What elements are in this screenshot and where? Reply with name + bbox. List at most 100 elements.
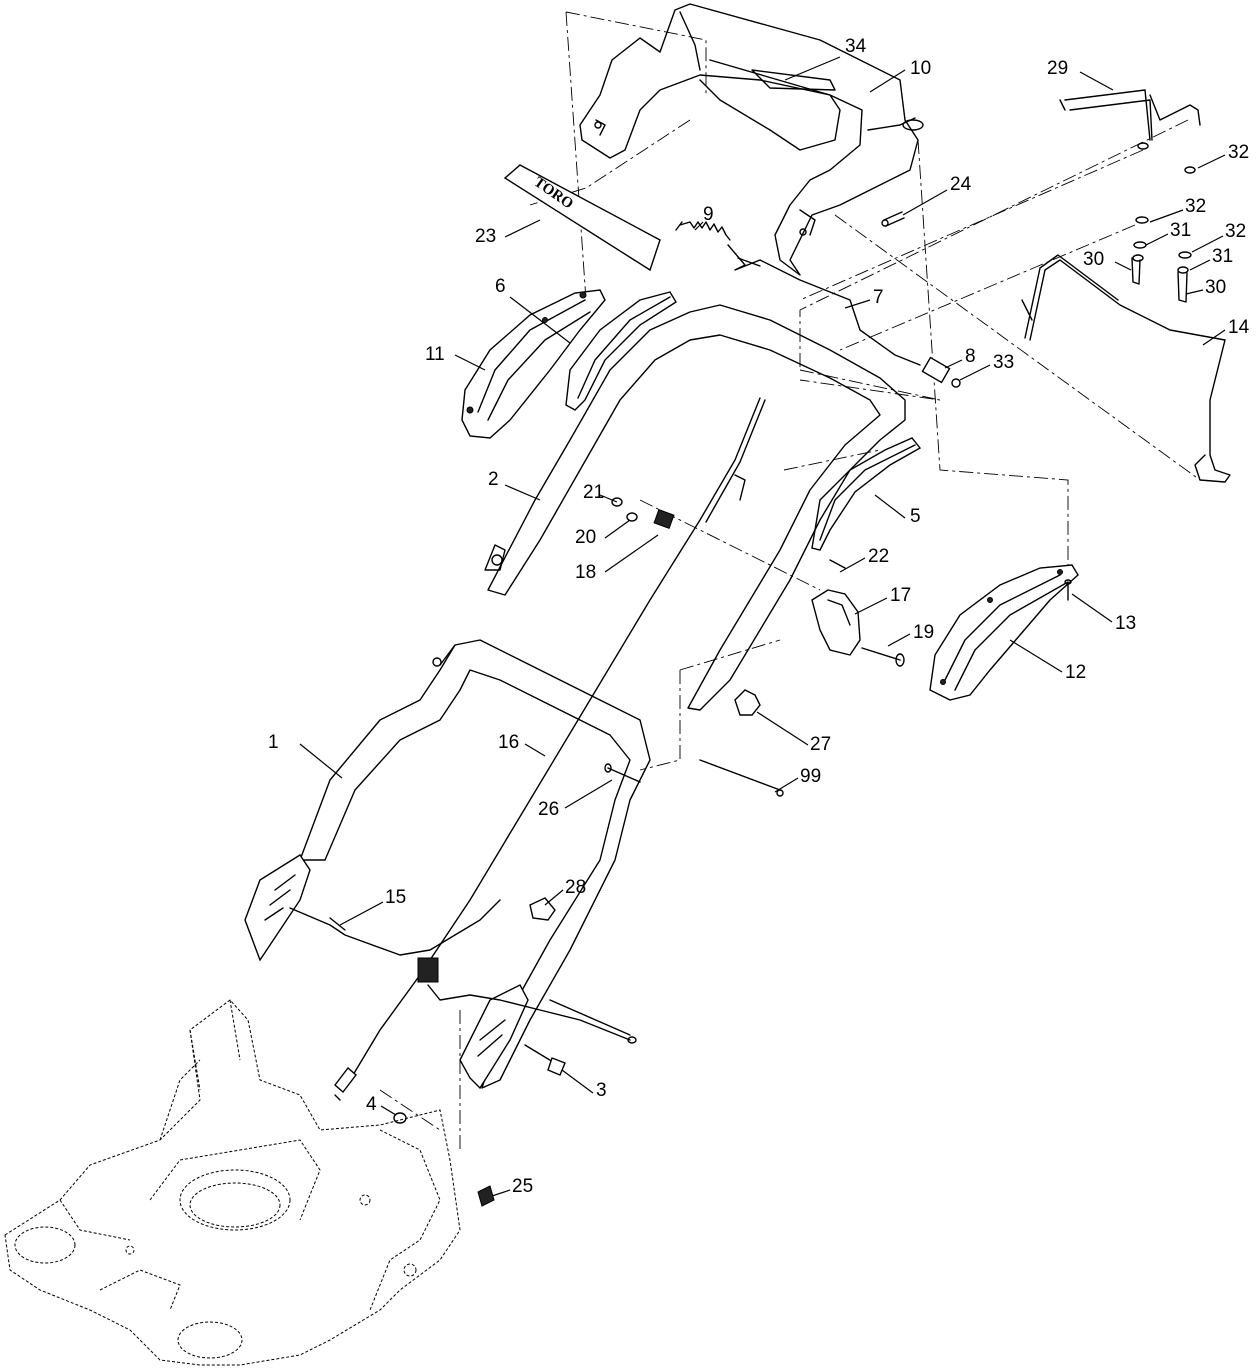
- leader-line-c29: [1079, 71, 1114, 91]
- bail-part-14: [1021, 254, 1231, 483]
- callout-label-c9: 9: [703, 204, 714, 225]
- leader-line-c99: [774, 777, 799, 793]
- callout-label-c32b: 32: [1185, 196, 1206, 217]
- leader-line-c31b: [1189, 259, 1211, 271]
- leader-line-c10: [869, 69, 906, 93]
- bail-part-29: [1059, 89, 1201, 174]
- spring-part-9: [675, 221, 731, 241]
- leader-line-c27: [756, 711, 809, 746]
- leader-line-c30b: [1185, 289, 1204, 295]
- leader-line-c14: [1202, 329, 1226, 346]
- callout-label-c5: 5: [910, 506, 921, 527]
- callout-label-c1: 1: [268, 732, 279, 753]
- leader-line-c19: [887, 633, 911, 647]
- callout-label-c18: 18: [575, 562, 596, 583]
- leader-line-c7: [844, 299, 871, 309]
- leader-line-c32c: [1191, 235, 1224, 253]
- callout-label-c15: 15: [385, 887, 406, 908]
- leader-line-c12: [1009, 639, 1063, 673]
- leader-line-c18: [604, 534, 659, 573]
- leader-line-c4: [380, 1105, 397, 1116]
- leader-line-c3: [561, 1069, 594, 1094]
- upper-handle-tube-part-2: [484, 304, 906, 711]
- leader-line-c6: [509, 296, 571, 344]
- callout-label-c3: 3: [596, 1080, 607, 1101]
- bracket-part-28: [529, 897, 556, 921]
- callout-label-c21: 21: [583, 482, 604, 503]
- callout-label-c20: 20: [575, 527, 596, 548]
- callout-label-c32a: 32: [1228, 142, 1249, 163]
- leader-line-c2: [504, 484, 541, 501]
- pin-part-24: [881, 211, 905, 227]
- callout-label-c12: 12: [1065, 662, 1086, 683]
- callout-label-c16: 16: [498, 732, 519, 753]
- callout-label-c19: 19: [913, 622, 934, 643]
- callout-label-c7: 7: [873, 287, 884, 308]
- upper-handle-part-10: [579, 3, 924, 276]
- callout-label-c33: 33: [993, 352, 1014, 373]
- callout-label-c17: 17: [890, 585, 911, 606]
- leader-line-c34: [784, 56, 841, 81]
- callout-label-c11: 11: [425, 344, 445, 365]
- leader-line-c20: [604, 519, 631, 539]
- nut-part-25: [477, 1185, 495, 1207]
- callout-label-c27: 27: [810, 734, 831, 755]
- cable-tie-part-99: [699, 759, 784, 797]
- callout-label-c14: 14: [1228, 317, 1250, 338]
- control-housing-part-17: [811, 559, 861, 656]
- bolt-part-19: [861, 647, 905, 667]
- leader-line-c33: [959, 364, 991, 381]
- leader-line-c1: [299, 743, 343, 779]
- leader-line-c15: [339, 901, 384, 926]
- switch-assembly: [417, 957, 637, 1044]
- callout-label-c25: 25: [512, 1176, 533, 1197]
- callout-label-c31a: 31: [1170, 220, 1191, 241]
- screw-part-13: [1064, 579, 1072, 601]
- callout-label-c31b: 31: [1212, 246, 1233, 267]
- cable-fitting-part-8: [921, 356, 961, 388]
- callout-label-c34: 34: [845, 36, 867, 57]
- mower-deck-ghost: [4, 999, 461, 1366]
- callout-label-c30b: 30: [1205, 277, 1226, 298]
- cable-part-7: [727, 244, 921, 366]
- callout-label-c32c: 32: [1225, 221, 1246, 242]
- leader-line-c11: [454, 354, 486, 371]
- decal-part-23: TORO: [503, 164, 661, 272]
- callout-label-c26: 26: [538, 799, 559, 820]
- leader-line-c28: [544, 889, 564, 906]
- callout-label-c24: 24: [950, 174, 972, 195]
- leader-line-c17: [854, 597, 888, 615]
- leader-line-c25: [491, 1189, 511, 1197]
- callout-label-c8: 8: [965, 346, 976, 367]
- leader-line-c32a: [1197, 154, 1226, 169]
- cable-part-16: [349, 397, 766, 1081]
- callout-label-c22: 22: [868, 546, 889, 567]
- leader-line-c26: [564, 779, 613, 809]
- cable-clip-part-18: [611, 497, 675, 529]
- callout-label-c23: 23: [475, 226, 496, 247]
- leader-line-c8: [944, 359, 963, 369]
- grip-cover-part-11: [461, 289, 606, 439]
- callout-label-c13: 13: [1115, 613, 1136, 634]
- leader-line-c23: [504, 219, 541, 238]
- callout-label-c29: 29: [1047, 58, 1068, 79]
- callout-label-c6: 6: [495, 276, 506, 297]
- leader-line-c16: [524, 743, 546, 757]
- callout-label-c4: 4: [366, 1094, 377, 1115]
- cable-end: [334, 1066, 357, 1101]
- knob-part-27: [734, 689, 761, 716]
- bolt-part-3: [524, 1044, 566, 1076]
- leader-line-c13: [1071, 593, 1113, 623]
- leader-line-c24: [902, 189, 948, 216]
- leader-line-c30a: [1114, 261, 1132, 271]
- leader-line-c5: [874, 494, 906, 519]
- cable-part-15: [289, 899, 501, 956]
- callout-label-c28: 28: [565, 877, 586, 898]
- leader-line-c21: [599, 494, 618, 503]
- callout-label-c10: 10: [910, 58, 931, 79]
- leader-line-c22: [839, 557, 866, 573]
- grip-cover-part-12: [929, 564, 1079, 701]
- callout-label-c30a: 30: [1083, 249, 1104, 270]
